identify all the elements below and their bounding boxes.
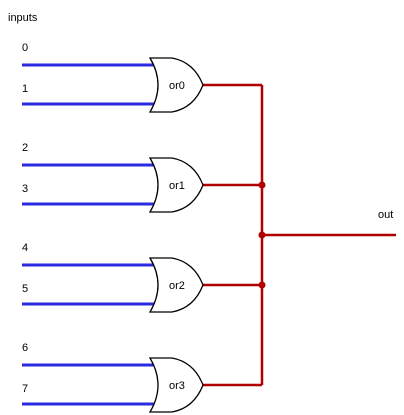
input-label-0: 0	[22, 42, 28, 54]
input-label-1: 1	[22, 83, 28, 95]
output-label: out	[378, 209, 393, 221]
or-gate-or2	[148, 257, 204, 313]
input-label-7: 7	[22, 383, 28, 395]
input-label-6: 6	[22, 342, 28, 354]
junction-dot-0	[258, 181, 266, 189]
input-label-2: 2	[22, 142, 28, 154]
inputs-title: inputs	[8, 12, 38, 24]
gate-label-or0: or0	[169, 80, 185, 92]
junction-dot-1	[258, 231, 266, 239]
or-gate-or3	[148, 357, 204, 413]
input-label-3: 3	[22, 183, 28, 195]
gate-label-or1: or1	[169, 180, 185, 192]
input-label-5: 5	[22, 283, 28, 295]
junction-dot-2	[258, 281, 266, 289]
input-label-4: 4	[22, 242, 28, 254]
gate-label-or2: or2	[169, 280, 185, 292]
gate-label-or3: or3	[169, 380, 185, 392]
or-gate-or1	[148, 157, 204, 213]
or-gate-or0	[148, 57, 204, 113]
